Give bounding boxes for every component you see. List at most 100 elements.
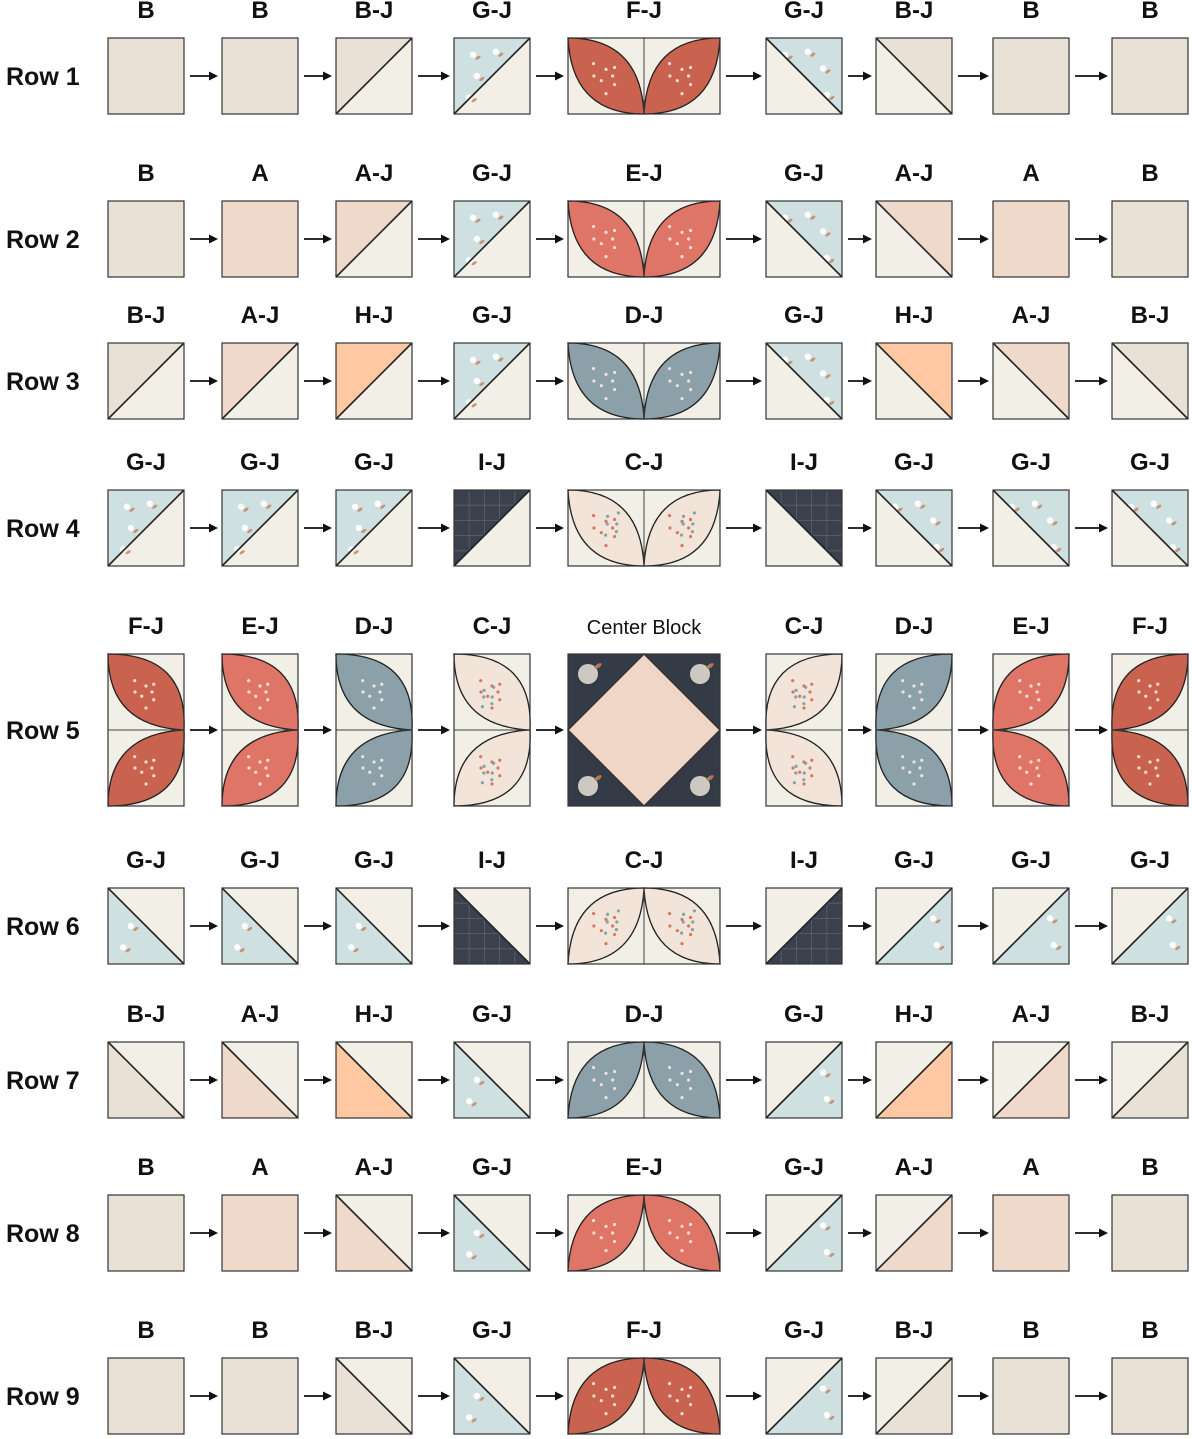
block-code-label: G-J — [1130, 847, 1170, 874]
print-flower — [1170, 942, 1176, 948]
print-dot — [592, 526, 595, 529]
quilt-block: G-J — [336, 449, 412, 566]
print-dot — [247, 766, 250, 769]
print-dot — [615, 920, 618, 923]
row-label: Row 4 — [6, 515, 80, 543]
quilt-block: B — [108, 1154, 184, 1271]
print-dot — [482, 771, 485, 774]
print-dot — [791, 679, 794, 682]
print-flower — [124, 504, 130, 510]
print-dot — [264, 690, 267, 693]
print-dot — [668, 1394, 671, 1397]
quilt-block: G-J — [454, 1154, 530, 1271]
print-flower — [1047, 915, 1053, 921]
print-dot — [492, 686, 495, 689]
print-dot — [689, 518, 692, 521]
print-flower — [493, 48, 499, 54]
print-dot — [144, 760, 147, 763]
print-dot — [592, 1231, 595, 1234]
quilt-block: B — [993, 0, 1069, 114]
block-code-label: G-J — [472, 1001, 512, 1028]
quilt-block: B — [222, 0, 298, 114]
quilt-block: B — [993, 1317, 1069, 1434]
block-code-label: G-J — [472, 0, 512, 24]
print-dot — [604, 544, 607, 547]
print-flower — [242, 525, 248, 531]
print-dot — [615, 522, 618, 525]
print-dot — [613, 1223, 616, 1226]
quilt-block: E-J — [568, 1154, 720, 1271]
block-code-label: C-J — [625, 449, 664, 476]
print-dot — [613, 535, 616, 538]
print-dot — [689, 371, 692, 374]
print-dot — [794, 695, 797, 698]
print-dot — [613, 1240, 616, 1243]
print-dot — [600, 242, 603, 245]
print-dot — [689, 535, 692, 538]
print-dot — [1156, 683, 1159, 686]
row-label: Row 2 — [6, 226, 80, 254]
solid-square — [108, 201, 184, 277]
print-flower — [934, 942, 940, 948]
print-dot — [482, 695, 485, 698]
print-dot — [687, 74, 690, 77]
print-dot — [676, 384, 679, 387]
quilt-block: G-J — [336, 847, 412, 964]
print-dot — [668, 1382, 671, 1385]
block-code-label: I-J — [790, 449, 818, 476]
quilt-block: G-J — [766, 0, 842, 114]
print-dot — [600, 384, 603, 387]
print-dot — [133, 755, 136, 758]
quilt-block: B-J — [336, 1317, 412, 1434]
print-dot — [498, 759, 501, 762]
print-dot — [810, 759, 813, 762]
print-dot — [592, 74, 595, 77]
solid-square — [222, 1358, 298, 1434]
quilt-block: G-J — [454, 1001, 530, 1118]
print-dot — [606, 920, 609, 923]
print-dot — [689, 229, 692, 232]
print-flower — [375, 500, 381, 506]
block-code-label: B — [1141, 0, 1158, 24]
quilt-block: G-J — [454, 0, 530, 114]
block-code-label: C-J — [785, 613, 824, 640]
print-dot — [604, 942, 607, 945]
print-dot — [680, 255, 683, 258]
print-dot — [150, 766, 153, 769]
print-dot — [615, 928, 618, 931]
quilt-block: D-J — [568, 1001, 720, 1118]
block-code-label: B — [1141, 160, 1158, 187]
print-flower — [147, 500, 153, 506]
print-dot — [266, 759, 269, 762]
print-dot — [668, 367, 671, 370]
print-dot — [918, 766, 921, 769]
print-dot — [687, 237, 690, 240]
quilt-block: A — [222, 1154, 298, 1271]
print-dot — [689, 66, 692, 69]
print-dot — [1156, 698, 1159, 701]
quilt-block: B — [108, 0, 184, 114]
print-dot — [247, 679, 250, 682]
print-dot — [689, 83, 692, 86]
print-dot — [810, 683, 813, 686]
block-code-label: A-J — [241, 1001, 280, 1028]
print-dot — [1037, 698, 1040, 701]
print-dot — [368, 695, 371, 698]
print-dot — [617, 909, 620, 912]
quilt-block: B-J — [876, 0, 952, 114]
print-flower — [493, 211, 499, 217]
print-dot — [1025, 695, 1028, 698]
print-dot — [1018, 679, 1021, 682]
print-flower — [466, 1098, 472, 1104]
print-dot — [604, 255, 607, 258]
quilt-block: A-J — [222, 302, 298, 419]
quilt-block: B-J — [108, 1001, 184, 1118]
print-dot — [1029, 684, 1032, 687]
row-label: Row 8 — [6, 1220, 80, 1248]
print-dot — [689, 1070, 692, 1073]
quilt-row: Row 1BBB-JG-JF-JG-JB-JBB — [6, 0, 1188, 114]
print-dot — [592, 924, 595, 927]
print-dot — [254, 771, 257, 774]
block-code-label: B-J — [1131, 302, 1170, 329]
quilt-row: Row 3B-JA-JH-JG-JD-JG-JH-JA-JB-J — [6, 302, 1188, 419]
